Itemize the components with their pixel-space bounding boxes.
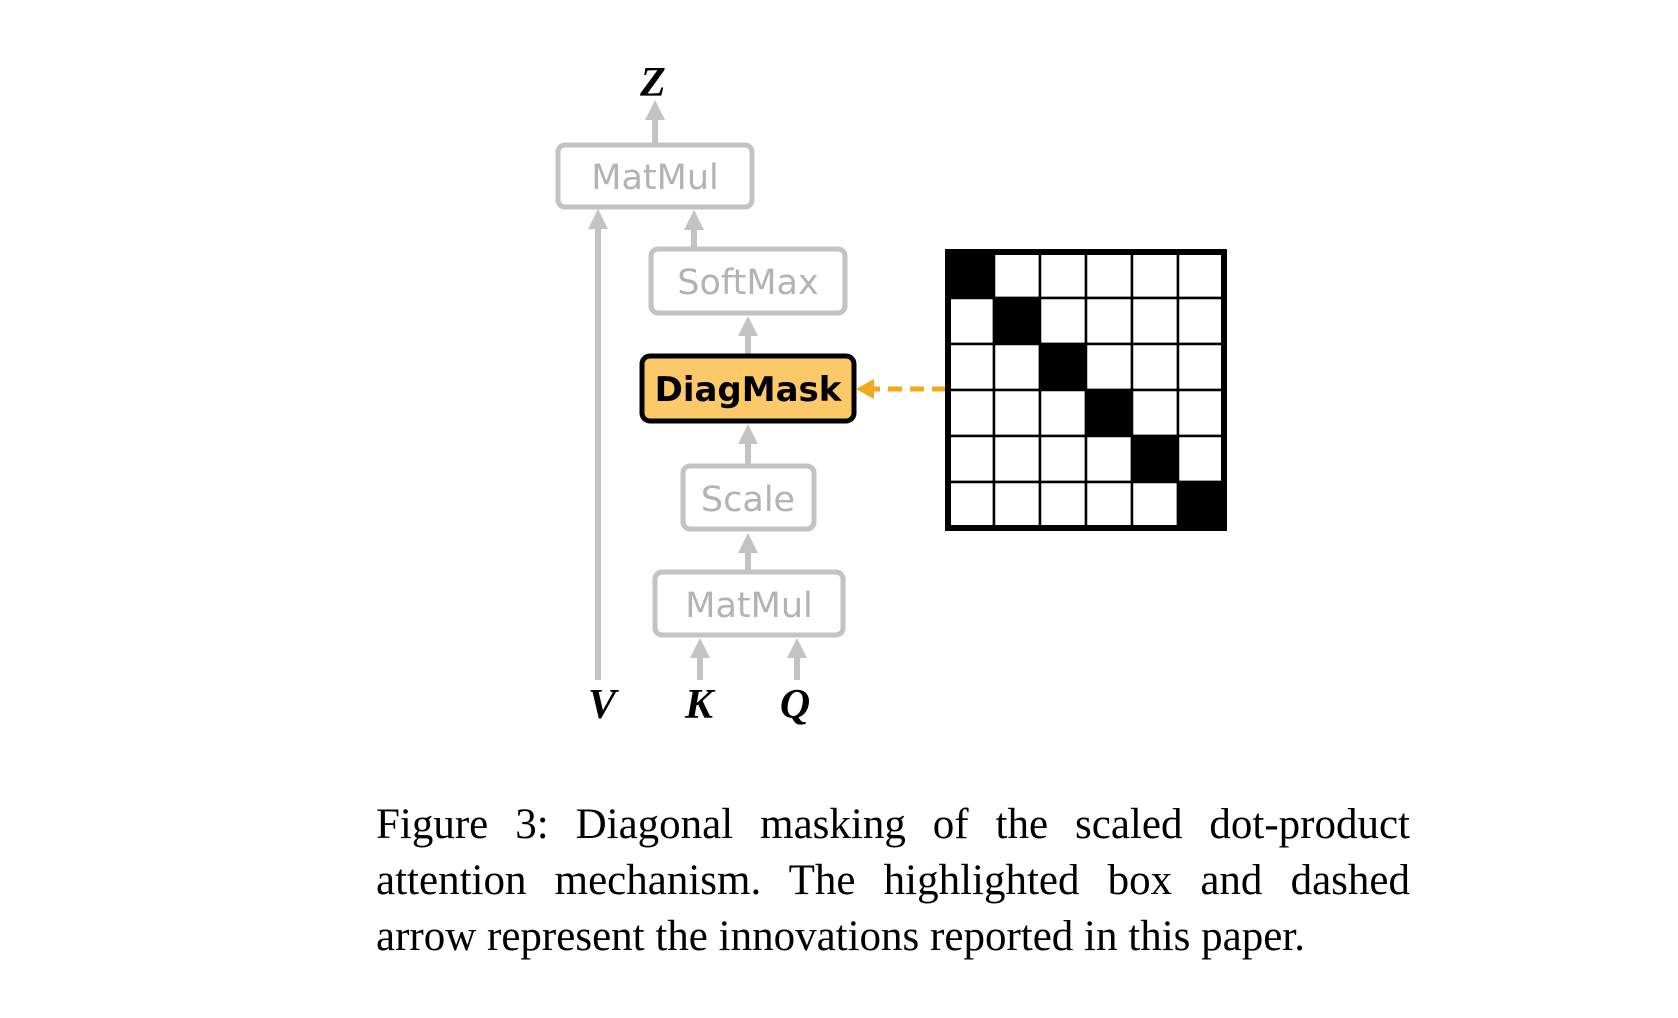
mask-cell-filled [1038,342,1088,392]
mask-cell-empty [946,388,996,438]
mask-cell-filled [1130,434,1180,484]
mask-cell-empty [946,296,996,346]
arrow-v-to-matmul [588,209,608,680]
diagmask-label: DiagMask [655,370,843,410]
matmul-top-box: MatMul [555,142,755,210]
output-z-label: Z [639,60,666,106]
mask-cell-empty [946,480,996,530]
mask-cell-empty [1176,388,1226,438]
scale-label: Scale [701,480,795,520]
mask-cell-empty [1084,434,1134,484]
matmul-bottom-box: MatMul [652,569,846,638]
mask-cell-empty [1038,250,1088,300]
mask-cell-empty [1130,480,1180,530]
arrow-scale-to-diagmask [738,424,758,465]
figure-caption: Figure 3: Diagonal masking of the scaled… [376,801,1410,960]
matmul-top-label: MatMul [591,158,718,198]
arrow-q-to-matmul [787,638,807,680]
mask-matrix-border [945,249,1227,531]
input-q-label: Q [780,682,810,728]
mask-cell-empty [1084,250,1134,300]
mask-cell-empty [946,434,996,484]
diagmask-box: DiagMask [639,353,857,424]
mask-cell-empty [1084,296,1134,346]
arrow-matmul-to-scale [738,533,758,572]
mask-cell-filled [992,296,1042,346]
mask-cell-filled [1084,388,1134,438]
mask-cell-empty [1176,434,1226,484]
mask-cell-empty [1038,388,1088,438]
mask-cell-empty [1038,296,1088,346]
mask-cell-empty [1084,480,1134,530]
mask-cell-empty [1176,342,1226,392]
mask-cell-empty [1038,480,1088,530]
softmax-box: SoftMax [648,246,848,316]
input-k-label: K [684,682,716,728]
mask-cell-empty [992,388,1042,438]
softmax-label: SoftMax [677,263,818,303]
scale-box: Scale [680,463,817,532]
diagonal-mask-matrix [945,249,1227,531]
dashed-mask-arrow [856,379,946,399]
mask-cell-empty [1130,250,1180,300]
arrow-diagmask-to-softmax [738,316,758,355]
mask-cell-empty [992,434,1042,484]
mask-cell-filled [1176,480,1226,530]
arrow-k-to-matmul [690,638,710,680]
mask-cell-empty [1176,250,1226,300]
input-v-label: V [588,682,619,728]
mask-cell-empty [1176,296,1226,346]
mask-cell-empty [1130,296,1180,346]
arrow-softmax-to-matmul [684,210,704,249]
matmul-bottom-label: MatMul [685,586,812,626]
mask-cell-empty [1130,388,1180,438]
mask-cell-empty [992,250,1042,300]
arrow-matmul-to-z [645,100,665,143]
mask-cell-empty [946,342,996,392]
mask-cell-empty [992,342,1042,392]
mask-cell-empty [992,480,1042,530]
mask-cell-empty [1038,434,1088,484]
mask-cell-empty [1084,342,1134,392]
mask-cell-filled [946,250,996,300]
mask-cell-empty [1130,342,1180,392]
